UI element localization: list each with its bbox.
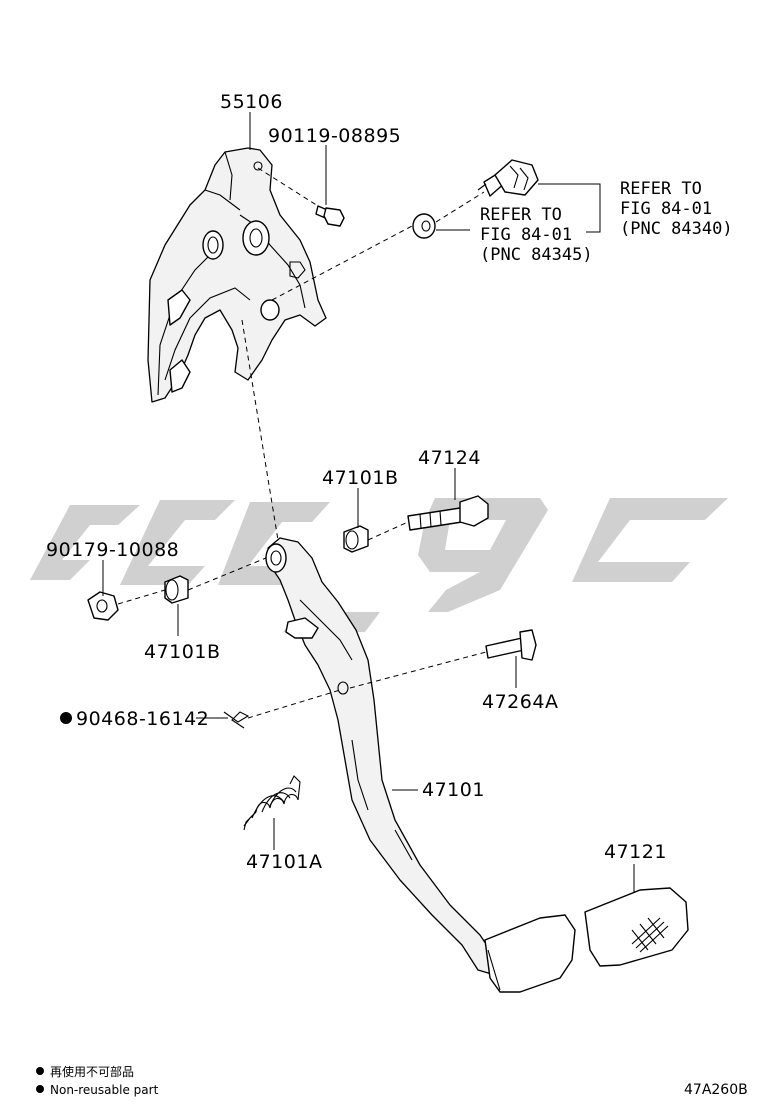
pedal-pad-47121 <box>584 887 689 967</box>
nut-90179-10088 <box>87 591 119 621</box>
collar-47101b-bottom <box>164 575 189 604</box>
bracket-55106 <box>147 147 327 403</box>
figure-code: 47A260B <box>684 1082 748 1098</box>
return-spring-47101a <box>243 775 301 831</box>
legend-line-jp: 再使用不可部品 <box>50 1064 134 1079</box>
non-reusable-bullet <box>60 712 72 724</box>
label-55106: 55106 <box>220 91 283 113</box>
ref-84345-line1: REFER TO <box>480 205 562 225</box>
ref-84345-line2: FIG 84-01 <box>480 225 572 245</box>
nut-clip <box>412 213 436 239</box>
label-47101b-top: 47101B <box>322 467 398 489</box>
part-labels: 55106 90119-08895 REFER TO FIG 84-01 (PN… <box>46 91 733 873</box>
clip-90468-16142 <box>223 711 250 729</box>
leader-lines <box>102 112 635 893</box>
bolt-90119-08895 <box>315 205 345 227</box>
pedal-arm-47101 <box>265 537 576 993</box>
ref-84340-line1: REFER TO <box>620 179 702 199</box>
alignment-lines <box>117 167 487 719</box>
label-47101b-bottom: 47101B <box>144 641 220 663</box>
label-47264a: 47264A <box>482 691 558 713</box>
label-47124: 47124 <box>418 447 481 469</box>
label-47101: 47101 <box>422 779 485 801</box>
ref-84340-line3: (PNC 84340) <box>620 219 733 239</box>
label-90179-10088: 90179-10088 <box>46 539 179 561</box>
legend: 再使用不可部品 Non-reusable part <box>36 1064 159 1097</box>
legend-line-en: Non-reusable part <box>50 1083 159 1097</box>
pin-47264a <box>485 629 537 661</box>
bolt-47124 <box>407 495 489 531</box>
ref-84340-line2: FIG 84-01 <box>620 199 712 219</box>
label-90119-08895: 90119-08895 <box>268 125 401 147</box>
ref-84345-line3: (PNC 84345) <box>480 245 593 265</box>
label-47101a: 47101A <box>246 851 322 873</box>
legend-bullet-2 <box>36 1085 44 1093</box>
watermark <box>30 498 728 632</box>
label-47121: 47121 <box>604 841 667 863</box>
collar-47101b-top <box>343 525 369 553</box>
legend-bullet-1 <box>36 1067 44 1075</box>
stop-lamp-switch <box>477 159 539 197</box>
label-90468-16142: 90468-16142 <box>76 708 209 730</box>
